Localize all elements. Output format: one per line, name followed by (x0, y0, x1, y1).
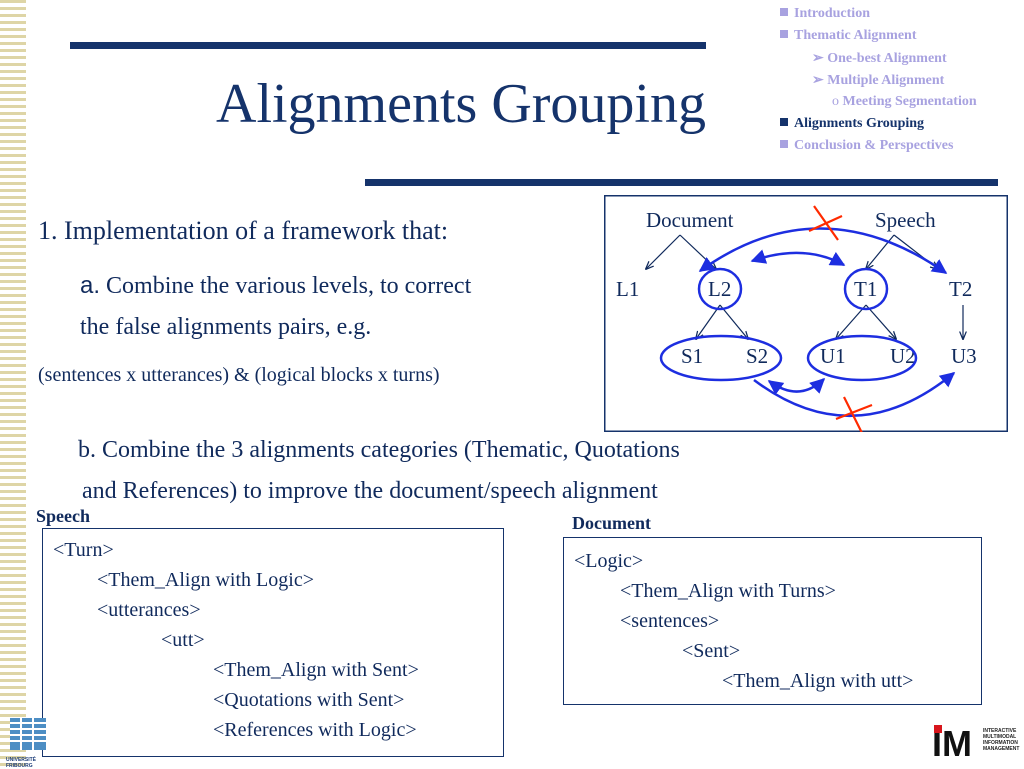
node-u2: U2 (890, 344, 916, 368)
point-a-line-1: a. Combine the various levels, to correc… (80, 272, 471, 300)
code-line: <Logic> (574, 550, 644, 572)
code-line: <Quotations with Sent> (213, 689, 405, 711)
node-l1: L1 (616, 277, 639, 301)
title-rule-top (70, 42, 706, 49)
university-logo-text: UNIVERSITÉ FRIBOURG (6, 757, 37, 769)
point-a-line-2: the false alignments pairs, e.g. (80, 314, 372, 340)
im2-logo-text: INTERACTIVE MULTIMODAL INFORMATION MANAG… (983, 728, 1020, 752)
code-line: <Sent> (682, 640, 741, 662)
point-a-prefix: a. (80, 272, 101, 299)
point-b-line-2: and References) to improve the document/… (82, 478, 658, 504)
speech-xml-box: <Turn> <Them_Align with Logic> <utteranc… (42, 528, 504, 757)
document-xml-box: <Logic> <Them_Align with Turns> <sentenc… (563, 537, 982, 705)
decorative-stripes (0, 0, 26, 768)
arrow-bullet-icon: ➢ (812, 51, 828, 66)
point-a-text: Combine the various levels, to correct (106, 273, 472, 299)
node-u1: U1 (820, 344, 846, 368)
diagram-frame (604, 195, 1008, 432)
node-u3: U3 (951, 344, 977, 368)
speech-label: Speech (875, 208, 936, 232)
university-logo-mark (10, 718, 46, 750)
code-line: <Them_Align with Turns> (620, 580, 836, 602)
arrow-bullet-icon: ➢ (812, 73, 828, 88)
toc-item[interactable]: Conclusion & Perspectives (780, 138, 977, 160)
hierarchy-arrows (646, 234, 963, 339)
code-line: <utt> (161, 629, 205, 651)
node-s2: S2 (746, 344, 768, 368)
university-logo: UNIVERSITÉ FRIBOURG (6, 716, 50, 769)
code-line: <Them_Align with Sent> (213, 659, 419, 681)
toc-item-current[interactable]: Alignments Grouping (780, 116, 977, 138)
node-l2: L2 (708, 277, 731, 301)
square-bullet-icon (780, 8, 788, 16)
red-dot-icon (934, 725, 942, 733)
im2-logo: IM INTERACTIVE MULTIMODAL INFORMATION MA… (932, 723, 1022, 765)
square-bullet-icon (780, 30, 788, 38)
code-line: <References with Logic> (213, 719, 417, 741)
cross-icon (835, 396, 873, 432)
toc-item[interactable]: ➢ One-best Alignment (812, 51, 947, 66)
slide-title: Alignments Grouping (216, 73, 706, 135)
example-text: (sentences x utterances) & (logical bloc… (38, 364, 440, 386)
square-bullet-icon (780, 140, 788, 148)
point-b-line-1: b. Combine the 3 alignments categories (… (78, 437, 680, 463)
toc-item[interactable]: ➢ Multiple Alignment (812, 73, 945, 88)
code-line: <Them_Align with Logic> (97, 569, 314, 591)
node-t2: T2 (949, 277, 972, 301)
code-line: <Them_Align with utt> (722, 670, 914, 692)
toc-item[interactable]: Thematic Alignment (780, 28, 977, 50)
node-s1: S1 (681, 344, 703, 368)
alignment-links (659, 227, 956, 417)
square-bullet-icon (780, 118, 788, 126)
toc-item[interactable]: Introduction (780, 6, 977, 28)
toc-item[interactable]: o Meeting Segmentation (832, 94, 977, 109)
title-rule-bottom (365, 179, 998, 186)
circle-bullet-icon: o (832, 94, 843, 109)
code-line: <Turn> (53, 539, 114, 561)
speech-box-label: Speech (36, 506, 90, 526)
cross-icon (808, 205, 843, 241)
document-label: Document (646, 208, 734, 232)
alignment-diagram: Document Speech L1 L2 T1 T2 S1 S2 U1 U2 … (604, 195, 1008, 432)
document-box-label: Document (572, 513, 651, 533)
toc-nav: Introduction Thematic Alignment ➢ One-be… (780, 6, 977, 160)
code-line: <sentences> (620, 610, 720, 632)
point-1: 1. Implementation of a framework that: (38, 216, 449, 245)
node-t1: T1 (854, 277, 877, 301)
code-line: <utterances> (97, 599, 201, 621)
